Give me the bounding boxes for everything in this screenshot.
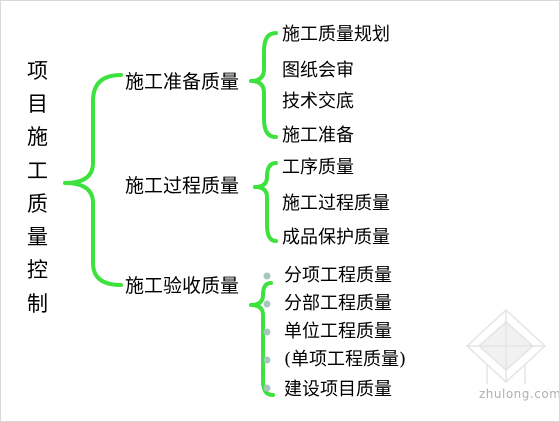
leaf-item: 图纸会审 — [282, 60, 354, 81]
root-label-char: 质 — [27, 192, 48, 216]
leaf-item: 建设项目质量 — [284, 379, 392, 400]
leaf-item: 工序质量 — [282, 157, 354, 178]
bullet-dot — [263, 328, 271, 336]
leaf-item: 施工过程质量 — [282, 193, 390, 214]
bullet-dot — [263, 356, 271, 364]
leaf-item: 分部工程质量 — [284, 293, 392, 314]
bullet-dot — [263, 384, 271, 392]
leaf-item: 施工质量规划 — [282, 24, 390, 45]
group-label-prep: 施工准备质量 — [125, 71, 240, 93]
watermark-text: zhulong.com — [479, 387, 560, 401]
bullet-dot — [263, 300, 271, 308]
root-label-char: 项 — [27, 59, 48, 83]
leaf-item: 施工准备 — [282, 125, 354, 146]
group-label-acceptance: 施工验收质量 — [125, 275, 240, 297]
watermark-logo-icon — [465, 308, 547, 384]
root-label-char: 量 — [27, 225, 48, 249]
root-label-char: 施 — [27, 125, 48, 149]
leaf-item: 技术交底 — [282, 91, 354, 112]
root-label-char: 目 — [27, 92, 48, 116]
leaf-item: 单位工程质量 — [284, 321, 392, 342]
group-brace-acceptance — [249, 281, 275, 397]
root-label-char: 控 — [27, 258, 48, 282]
leaf-item: (单项工程质量) — [284, 349, 407, 370]
root-brace — [63, 73, 123, 287]
bullet-dot — [263, 272, 271, 280]
leaf-item: 分项工程质量 — [284, 265, 392, 286]
root-label-char: 工 — [27, 159, 48, 183]
group-brace-prep — [249, 31, 278, 139]
group-label-process: 施工过程质量 — [125, 175, 240, 197]
leaf-item: 成品保护质量 — [282, 227, 390, 248]
root-label-char: 制 — [27, 292, 48, 316]
group-brace-process — [253, 161, 278, 243]
